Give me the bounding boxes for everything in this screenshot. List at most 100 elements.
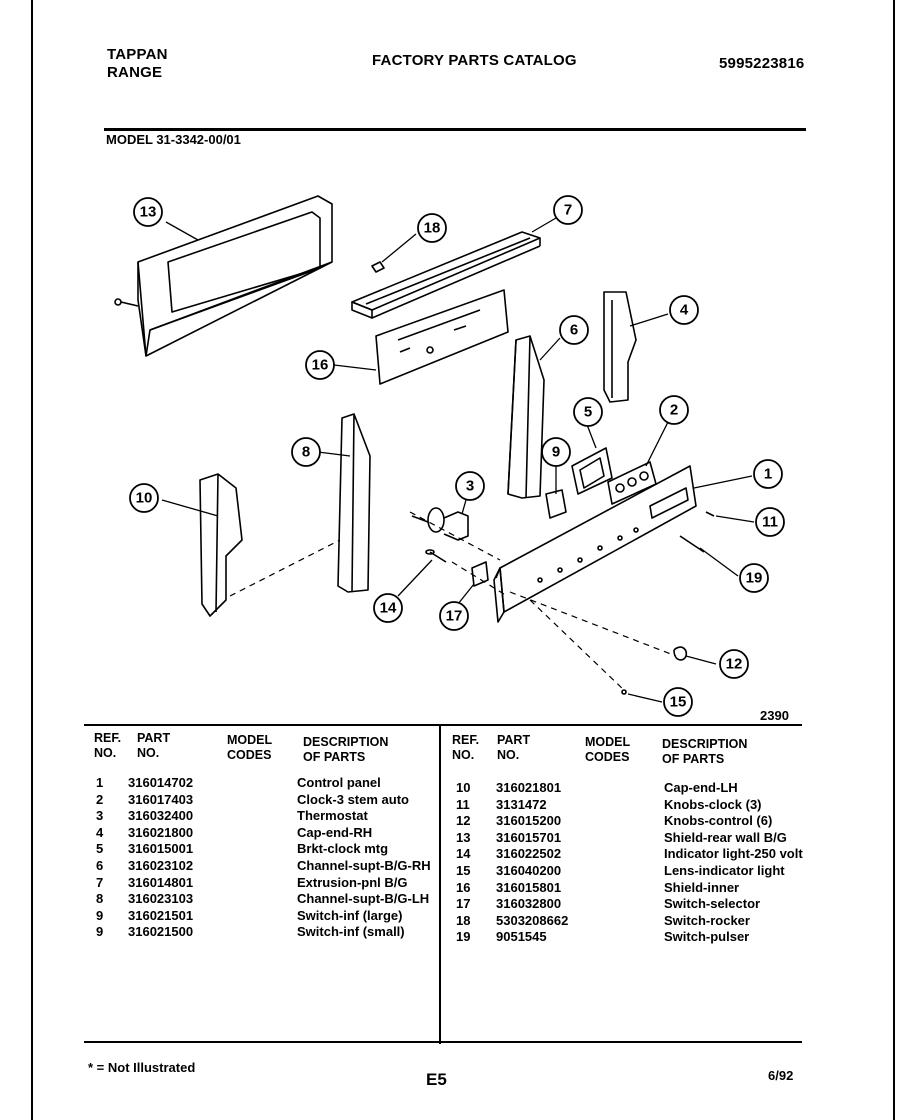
part-14-indicator-light [425,549,447,563]
cell-part: 316015701 [496,829,562,845]
cell-part: 316014702 [128,775,194,790]
cell-desc: Channel-supt-B/G-LH [297,891,430,907]
cell-part: 316040200 [496,863,562,878]
part-19-pulser [679,535,705,553]
callout-4 [669,295,699,325]
cell-ref: 2 [96,791,104,807]
cell-part: 316021801 [496,780,562,795]
cell-part: 316017403 [128,791,194,807]
table-top-rule [84,724,802,726]
callout-18 [417,213,447,243]
callout-12 [719,649,749,679]
cell-ref: 12 [456,813,471,829]
cell-desc: Lens-indicator light [664,863,785,878]
callout-1 [753,459,783,489]
cell-part: 316032400 [128,808,194,824]
cell-part: 316023102 [128,858,194,873]
part-18-rocker [371,261,385,273]
cell-ref: 18 [456,912,471,928]
cell-ref: 17 [456,896,471,912]
callout-8 [291,437,321,467]
cell-desc: Brkt-clock mtg [297,841,389,857]
callout-2 [659,395,689,425]
cell-part: 9051545 [496,929,547,945]
callout-16 [305,350,335,380]
cell-ref: 19 [456,929,471,945]
cell-ref: 4 [96,824,104,840]
cell-desc: Knobs-clock (3) [664,796,762,812]
brand-line-1: TAPPAN [107,46,168,63]
cell-part: 316023103 [128,891,194,907]
cell-ref: 6 [96,858,104,873]
part-12-control-knob [673,646,688,661]
cell-desc: Cap-end-LH [664,780,738,795]
table-column-divider [439,724,441,1044]
part-4-cap-end-rh [603,291,637,403]
callout-label: 3 [466,478,474,495]
cell-desc: Control panel [297,775,381,790]
part-13-shield-rear-wall [114,195,333,357]
callout-13 [133,197,163,227]
cell-desc: Switch-rocker [664,912,750,928]
callout-17 [439,601,469,631]
not-illustrated-note: * = Not Illustrated [88,1060,196,1075]
cell-desc: Switch-inf (small) [297,924,405,940]
cell-desc: Switch-inf (large) [297,907,403,923]
header-rule [104,128,806,131]
cell-part: 316021800 [128,824,194,840]
callout-label: 1 [764,466,772,483]
cell-ref: 8 [96,891,104,907]
cell-ref: 3 [96,808,104,824]
cell-part: 316032800 [496,896,562,912]
cell-ref: 13 [456,829,471,845]
part-9-switch [545,489,567,519]
callout-label: 7 [564,202,572,219]
cell-desc: Indicator light-250 volt [664,846,803,862]
part-3-thermostat [411,507,469,541]
cell-desc: Switch-selector [664,896,761,912]
cell-desc: Shield-inner [664,879,740,895]
callout-label: 19 [746,570,763,587]
part-7-extrusion [351,231,541,319]
cell-part: 3131472 [496,796,547,812]
cell-desc: Channel-supt-B/G-RH [297,858,431,873]
cell-desc: Extrusion-pnl B/G [297,874,408,890]
callout-label: 18 [424,220,441,237]
cell-part: 316015001 [128,841,194,857]
callout-7 [553,195,583,225]
callout-9 [541,437,571,467]
catalog-date: 6/92 [768,1068,794,1083]
part-17-selector-switch [471,561,489,587]
callout-label: 8 [302,444,310,461]
callout-label: 4 [680,302,689,319]
part-1-control-panel [493,465,697,623]
cell-part: 316015801 [496,879,562,895]
cell-ref: 7 [96,874,104,890]
catalog-number: 5995223816 [719,55,805,72]
figure-number: 2390 [760,708,789,720]
cell-ref: 14 [456,846,471,862]
cell-ref: 1 [96,775,104,790]
cell-part: 5303208662 [496,912,569,928]
callout-6 [559,315,589,345]
callout-11 [755,507,785,537]
part-11-clock-knob [705,511,715,517]
part-5-bracket-clock [571,447,613,495]
cell-desc: Knobs-control (6) [664,813,773,829]
cell-part: 316014801 [128,874,194,890]
cell-ref: 16 [456,879,471,895]
callout-label: 13 [140,204,157,221]
cell-ref: 5 [96,841,104,857]
exploded-parts-diagram: 13 18 7 4 6 16 5 2 8 9 3 1 10 11 19 14 1… [114,195,789,720]
part-16-shield-inner [375,289,509,385]
cell-part: 316021500 [128,924,194,940]
cell-desc: Cap-end-RH [297,824,373,840]
cell-desc: Switch-pulser [664,929,750,945]
cell-desc: Thermostat [297,808,368,824]
cell-part: 316022502 [496,846,562,862]
callout-label: 9 [552,444,560,461]
brand-line-2: RANGE [107,64,163,81]
